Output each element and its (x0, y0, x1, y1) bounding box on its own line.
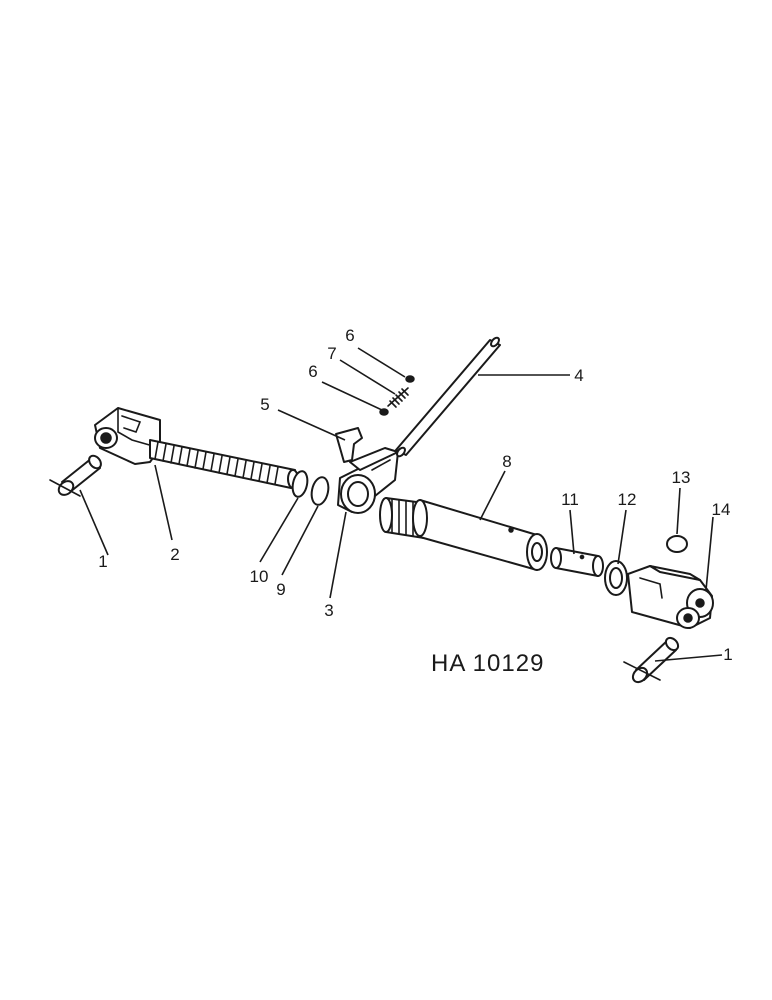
threaded-rod (149, 439, 299, 489)
part-4-rod (395, 336, 501, 458)
callout-5: 5 (260, 395, 269, 414)
part-14-yoke (627, 565, 714, 629)
callout-13: 13 (672, 468, 691, 487)
part-1-pin-left (49, 454, 102, 497)
part-1-pin-right (623, 636, 680, 684)
callout-6-lower: 6 (308, 362, 317, 381)
callout-3: 3 (324, 601, 333, 620)
callout-11: 11 (561, 490, 579, 509)
callout-labels: 1 2 10 9 3 5 6 7 6 4 8 11 12 13 14 1 (98, 326, 732, 664)
part-3-swivel-end (337, 447, 399, 514)
part-6-pin-upper (405, 375, 415, 383)
callout-7: 7 (327, 344, 336, 363)
callout-1-left: 1 (98, 552, 107, 571)
part-12-bushing (604, 560, 628, 596)
callout-10: 10 (250, 567, 269, 586)
callout-14: 14 (712, 500, 731, 519)
diagram-code: HA 10129 (431, 650, 544, 677)
part-9-ring (310, 476, 330, 506)
callout-9: 9 (276, 580, 285, 599)
part-11-pin (550, 547, 604, 577)
callout-8: 8 (502, 452, 511, 471)
part-10-ring (291, 470, 309, 498)
part-13-ring (666, 535, 688, 553)
callout-6-upper: 6 (345, 326, 354, 345)
part-2-threaded-yoke (94, 407, 299, 489)
part-8-tube (379, 497, 548, 571)
callout-1-right: 1 (723, 645, 732, 664)
callout-4: 4 (574, 366, 583, 385)
callout-12: 12 (618, 490, 637, 509)
callout-2: 2 (170, 545, 179, 564)
part-6-pin-lower (379, 408, 389, 416)
part-5-pawl (335, 427, 363, 463)
part-7-spring (387, 387, 409, 408)
leader-lines (79, 347, 723, 662)
